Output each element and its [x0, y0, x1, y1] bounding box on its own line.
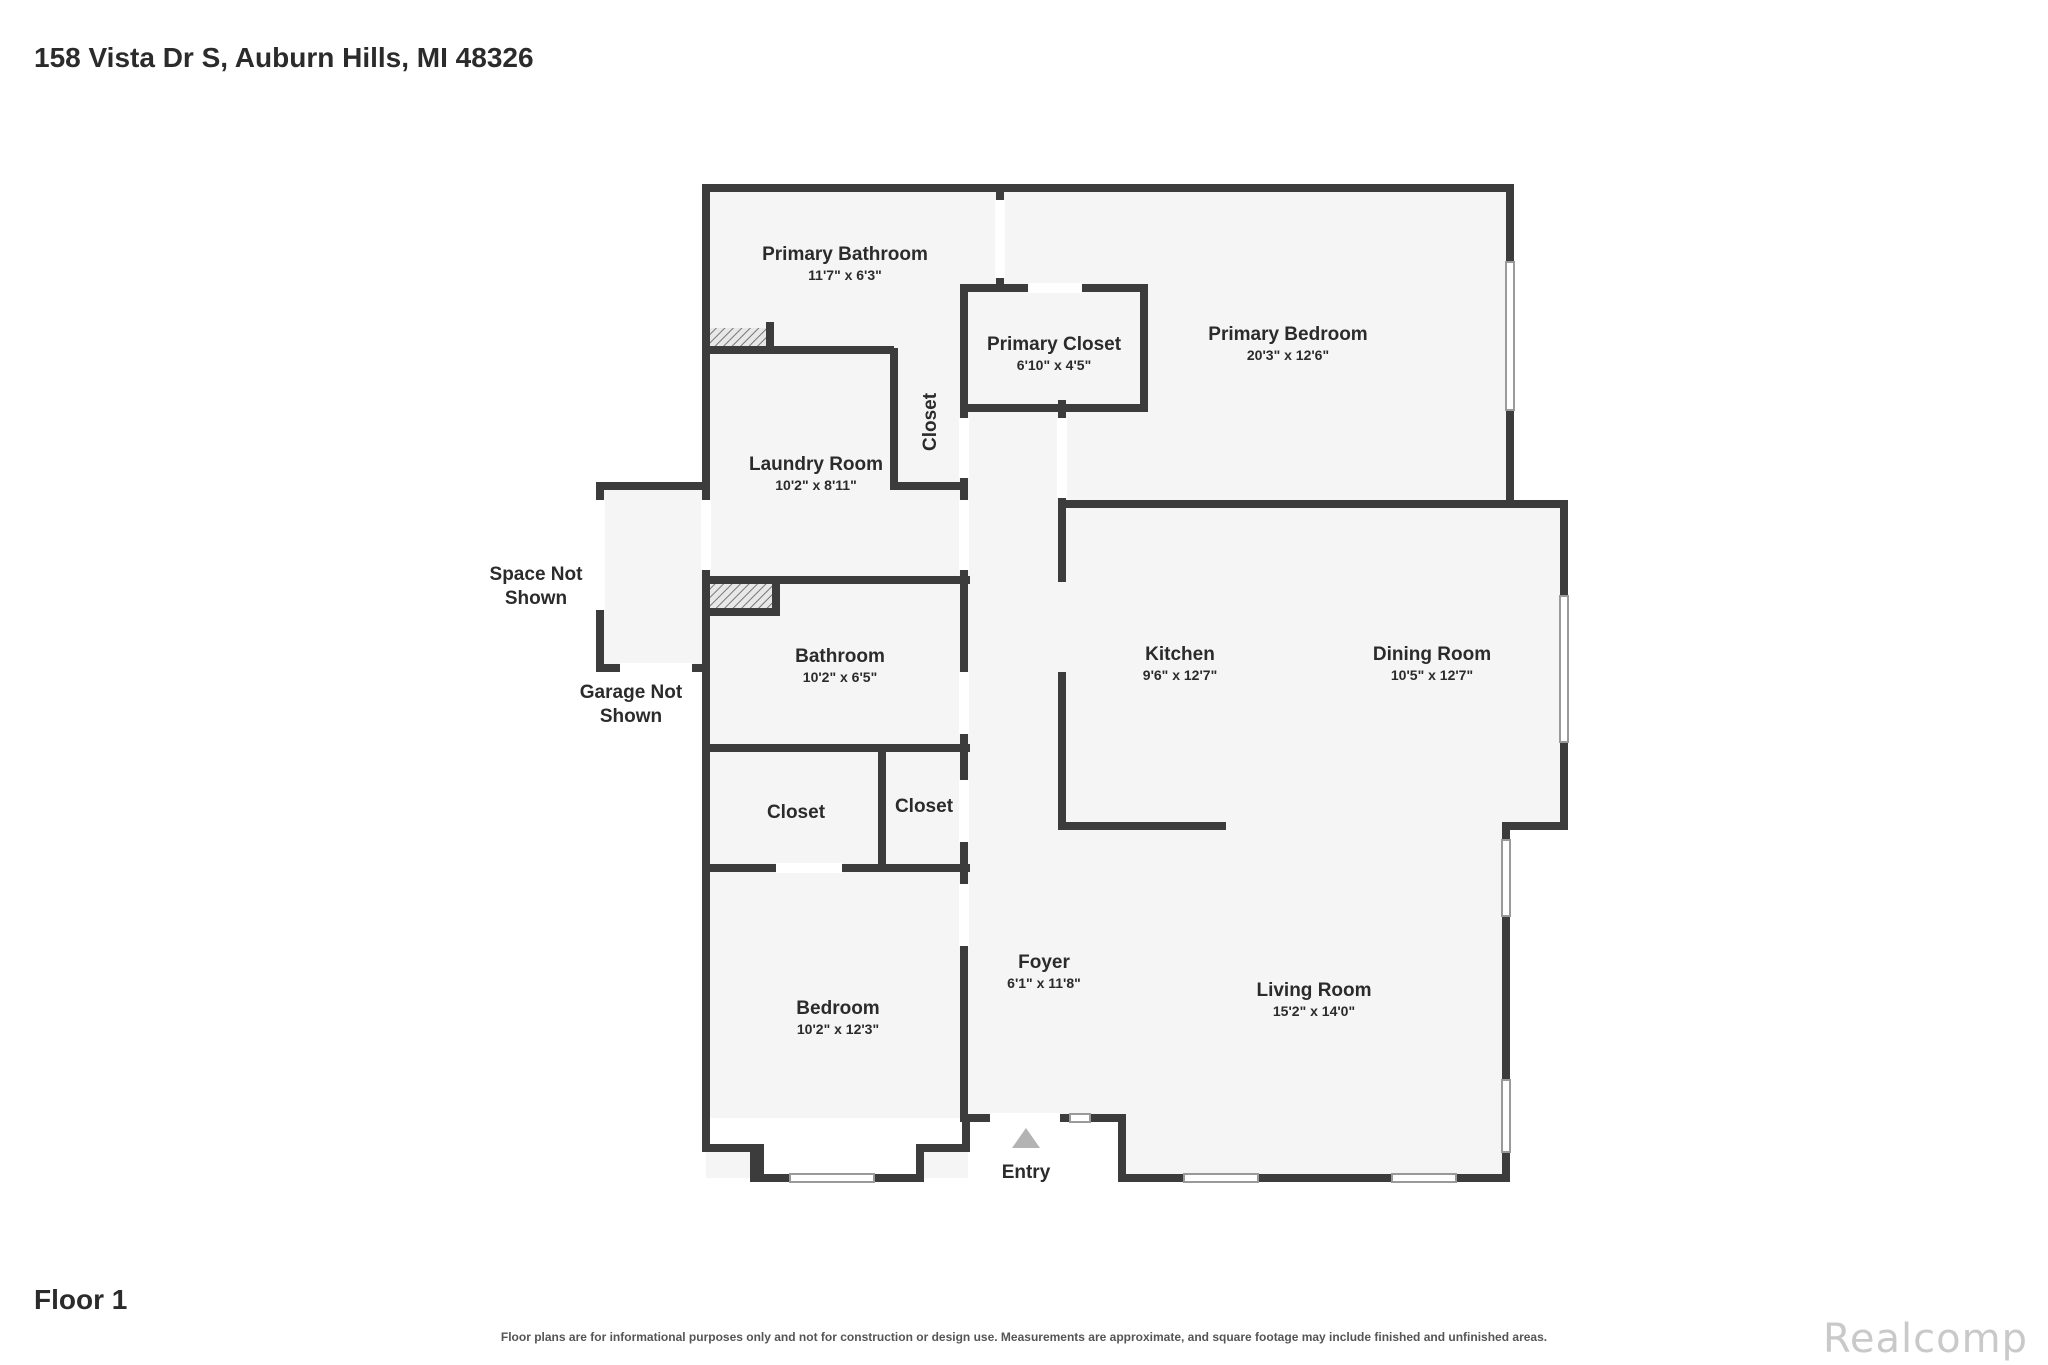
room-name: Space Not: [490, 564, 584, 585]
room-name: Shown: [600, 706, 662, 727]
brand-watermark: Realcomp: [1822, 1316, 2028, 1362]
room-dims: 6'1" x 11'8": [1007, 975, 1081, 991]
entry-label: Entry: [1002, 1162, 1051, 1183]
property-address: 158 Vista Dr S, Auburn Hills, MI 48326: [34, 42, 534, 73]
room-name: Shown: [505, 588, 567, 609]
room-name: Primary Bedroom: [1208, 324, 1367, 345]
chase-hatch: [710, 582, 772, 610]
room-name: Primary Bathroom: [762, 244, 928, 265]
room-dims: 6'10" x 4'5": [1017, 357, 1091, 373]
entry-arrow-icon: [1012, 1128, 1040, 1148]
windows: [789, 261, 1569, 1183]
chase-hatch: [710, 328, 768, 350]
room-dims: 10'2" x 6'5": [803, 669, 877, 685]
room-dims: 10'5" x 12'7": [1391, 667, 1473, 683]
room-dims: 10'2" x 8'11": [775, 477, 856, 493]
room-name: Laundry Room: [749, 454, 883, 475]
room-dims: 11'7" x 6'3": [808, 267, 882, 283]
room-dims: 20'3" x 12'6": [1247, 347, 1329, 363]
room-name: Dining Room: [1373, 644, 1491, 665]
room-name: Living Room: [1256, 980, 1371, 1001]
room-name: Bedroom: [796, 998, 879, 1019]
doorways: [595, 200, 1082, 1123]
room-name: Garage Not: [580, 682, 683, 703]
room-dims: 9'6" x 12'7": [1143, 667, 1217, 683]
room-dims: 15'2" x 14'0": [1273, 1003, 1355, 1019]
floor-label: Floor 1: [34, 1284, 128, 1315]
room-name: Foyer: [1018, 952, 1070, 973]
room-name: Closet: [920, 392, 941, 451]
room-name: Closet: [767, 802, 826, 823]
room-dims: 10'2" x 12'3": [797, 1021, 879, 1037]
floor-fill: [600, 190, 1566, 1180]
room-name: Closet: [895, 796, 954, 817]
room-name: Bathroom: [795, 646, 885, 667]
room-labels: Primary Bathroom 11'7" x 6'3" Primary Cl…: [490, 244, 1492, 1183]
room-name: Kitchen: [1145, 644, 1215, 665]
interior-walls: [702, 188, 1514, 1182]
disclaimer-text: Floor plans are for informational purpos…: [500, 1330, 1548, 1344]
room-name: Primary Closet: [987, 334, 1122, 355]
